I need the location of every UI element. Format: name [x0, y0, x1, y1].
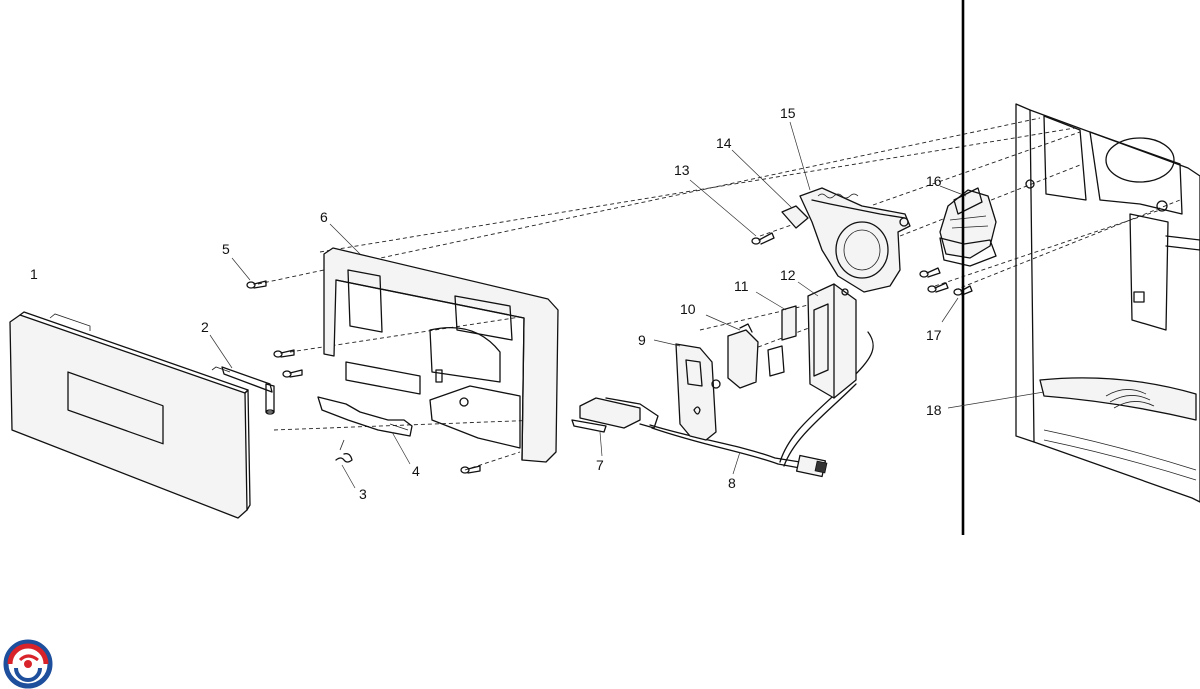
- part-14-clip: [731, 149, 809, 229]
- callout-14: 14: [716, 135, 732, 151]
- housing-screws: [273, 349, 481, 474]
- callout-13: 13: [674, 162, 690, 178]
- part-4-lever: [317, 396, 413, 465]
- part-13-screw: [689, 179, 775, 245]
- part-10-button: [705, 314, 759, 389]
- part-5-screw: [231, 257, 267, 289]
- part-7-switch: [571, 397, 659, 457]
- callout-10: 10: [680, 301, 696, 317]
- callout-15: 15: [780, 105, 796, 121]
- assembly-guide-lines: [257, 117, 1181, 471]
- callout-9: 9: [638, 332, 646, 348]
- part-8-wire-harness: [649, 331, 874, 478]
- part-11-clip: [755, 291, 797, 377]
- part-1-front-panel: [9, 311, 251, 519]
- callout-7: 7: [596, 457, 604, 473]
- callout-8: 8: [728, 475, 736, 491]
- callout-labels: 1 2 3 4 5 6 7 8 9 10 11 12 13 14 15 16 1…: [30, 105, 942, 502]
- callout-4: 4: [412, 463, 420, 479]
- part-18-dispenser-cavity: [947, 103, 1200, 503]
- part-15-chute-door: [789, 121, 911, 293]
- part-3-spring: [335, 439, 356, 489]
- brand-logo: [3, 639, 53, 689]
- callout-11: 11: [734, 278, 749, 294]
- callout-3: 3: [359, 486, 367, 502]
- part-6-housing: [323, 223, 559, 463]
- callout-6: 6: [320, 209, 328, 225]
- callout-18: 18: [926, 402, 942, 418]
- part-2-tube-fitting: [209, 334, 275, 415]
- callout-2: 2: [201, 319, 209, 335]
- part-16-solenoid: [939, 185, 997, 267]
- callout-5: 5: [222, 241, 230, 257]
- part-12-control-box: [797, 281, 857, 399]
- callout-16: 16: [926, 173, 942, 189]
- callout-17: 17: [926, 327, 942, 343]
- callout-1: 1: [30, 266, 38, 282]
- part-9-actuator-arm: [653, 339, 721, 441]
- callout-12: 12: [780, 267, 796, 283]
